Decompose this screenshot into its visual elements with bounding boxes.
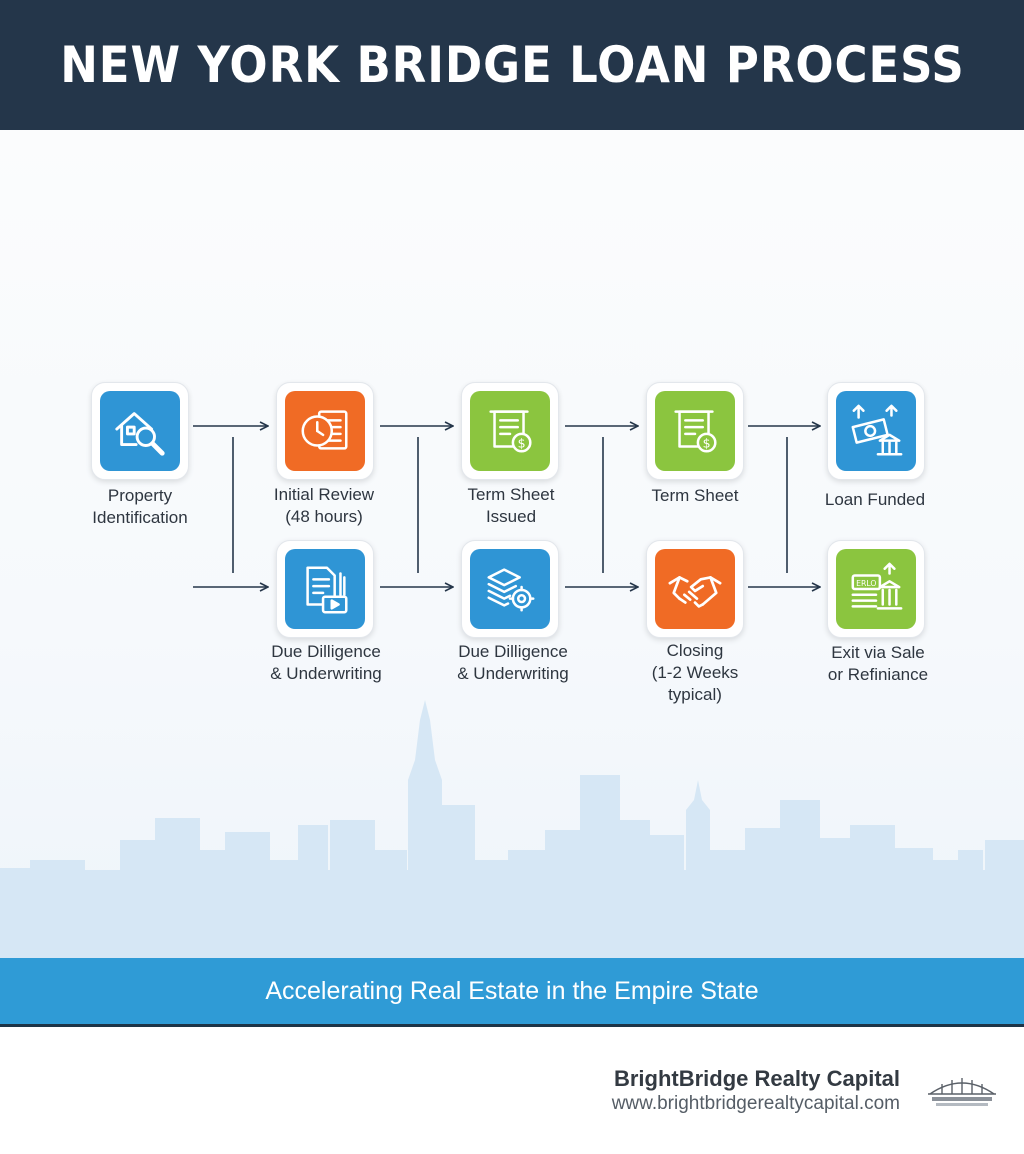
money-bank-icon [851,404,903,456]
page-title: NEW YORK BRIDGE LOAN PROCESS [59,36,965,94]
step-label: Exit via Sale or Refiniance [827,643,929,684]
step-tile [285,391,365,471]
house-search-icon [115,412,165,456]
brand-block: BrightBridge Realty Capital www.brightbr… [612,1066,900,1116]
step-loan-funded [827,382,925,480]
step-tile [100,391,180,471]
step-term-sheet-issued: $ [461,382,559,480]
step-tile [836,391,916,471]
step-tile [655,549,735,629]
bridge-logo-icon [928,1078,996,1106]
step-tile [285,549,365,629]
handshake-icon [668,576,722,608]
step-label: Term Sheet [651,486,739,505]
term-sheet-dollar-icon: $ [674,410,717,453]
step-tile: $ [470,391,550,471]
step-due-diligence-underwriting [461,540,559,638]
brand-name: BrightBridge Realty Capital [613,1066,900,1091]
step-initial-review [276,382,374,480]
step-label: Due Dilligence & Underwriting [457,642,569,683]
svg-text:ERLO: ERLO [856,579,876,588]
step-label: Due Dilligence & Underwriting [270,642,382,683]
step-property-identification [91,382,189,480]
clock-document-icon [301,410,348,450]
header-bar: NEW YORK BRIDGE LOAN PROCESS [0,0,1024,130]
step-due-diligence-underwriting [276,540,374,638]
step-tile [470,549,550,629]
tagline-text: Accelerating Real Estate in the Empire S… [265,976,759,1005]
step-label: Closing (1-2 Weeks typical) [651,641,739,704]
step-exit-via-sale: ERLO [827,540,925,638]
step-label: Loan Funded [824,490,926,509]
brand-url: www.brightbridgerealtycapital.com [611,1093,900,1114]
document-video-icon [306,566,348,614]
stack-gear-icon [487,568,535,612]
city-skyline-illustration [0,700,1024,960]
term-sheet-dollar-icon: $ [489,410,532,453]
step-label: Term Sheet Issued [467,485,555,526]
step-label: Initial Review (48 hours) [273,485,375,526]
step-closing [646,540,744,638]
tagline-banner: Accelerating Real Estate in the Empire S… [0,958,1024,1027]
svg-text:$: $ [518,435,526,450]
step-tile: $ [655,391,735,471]
cash-bank-icon: ERLO [851,562,903,610]
step-tile: ERLO [836,549,916,629]
process-flow-connectors [193,0,1024,960]
step-term-sheet: $ [646,382,744,480]
svg-text:$: $ [703,435,711,450]
step-label: Property Identification [92,486,188,527]
